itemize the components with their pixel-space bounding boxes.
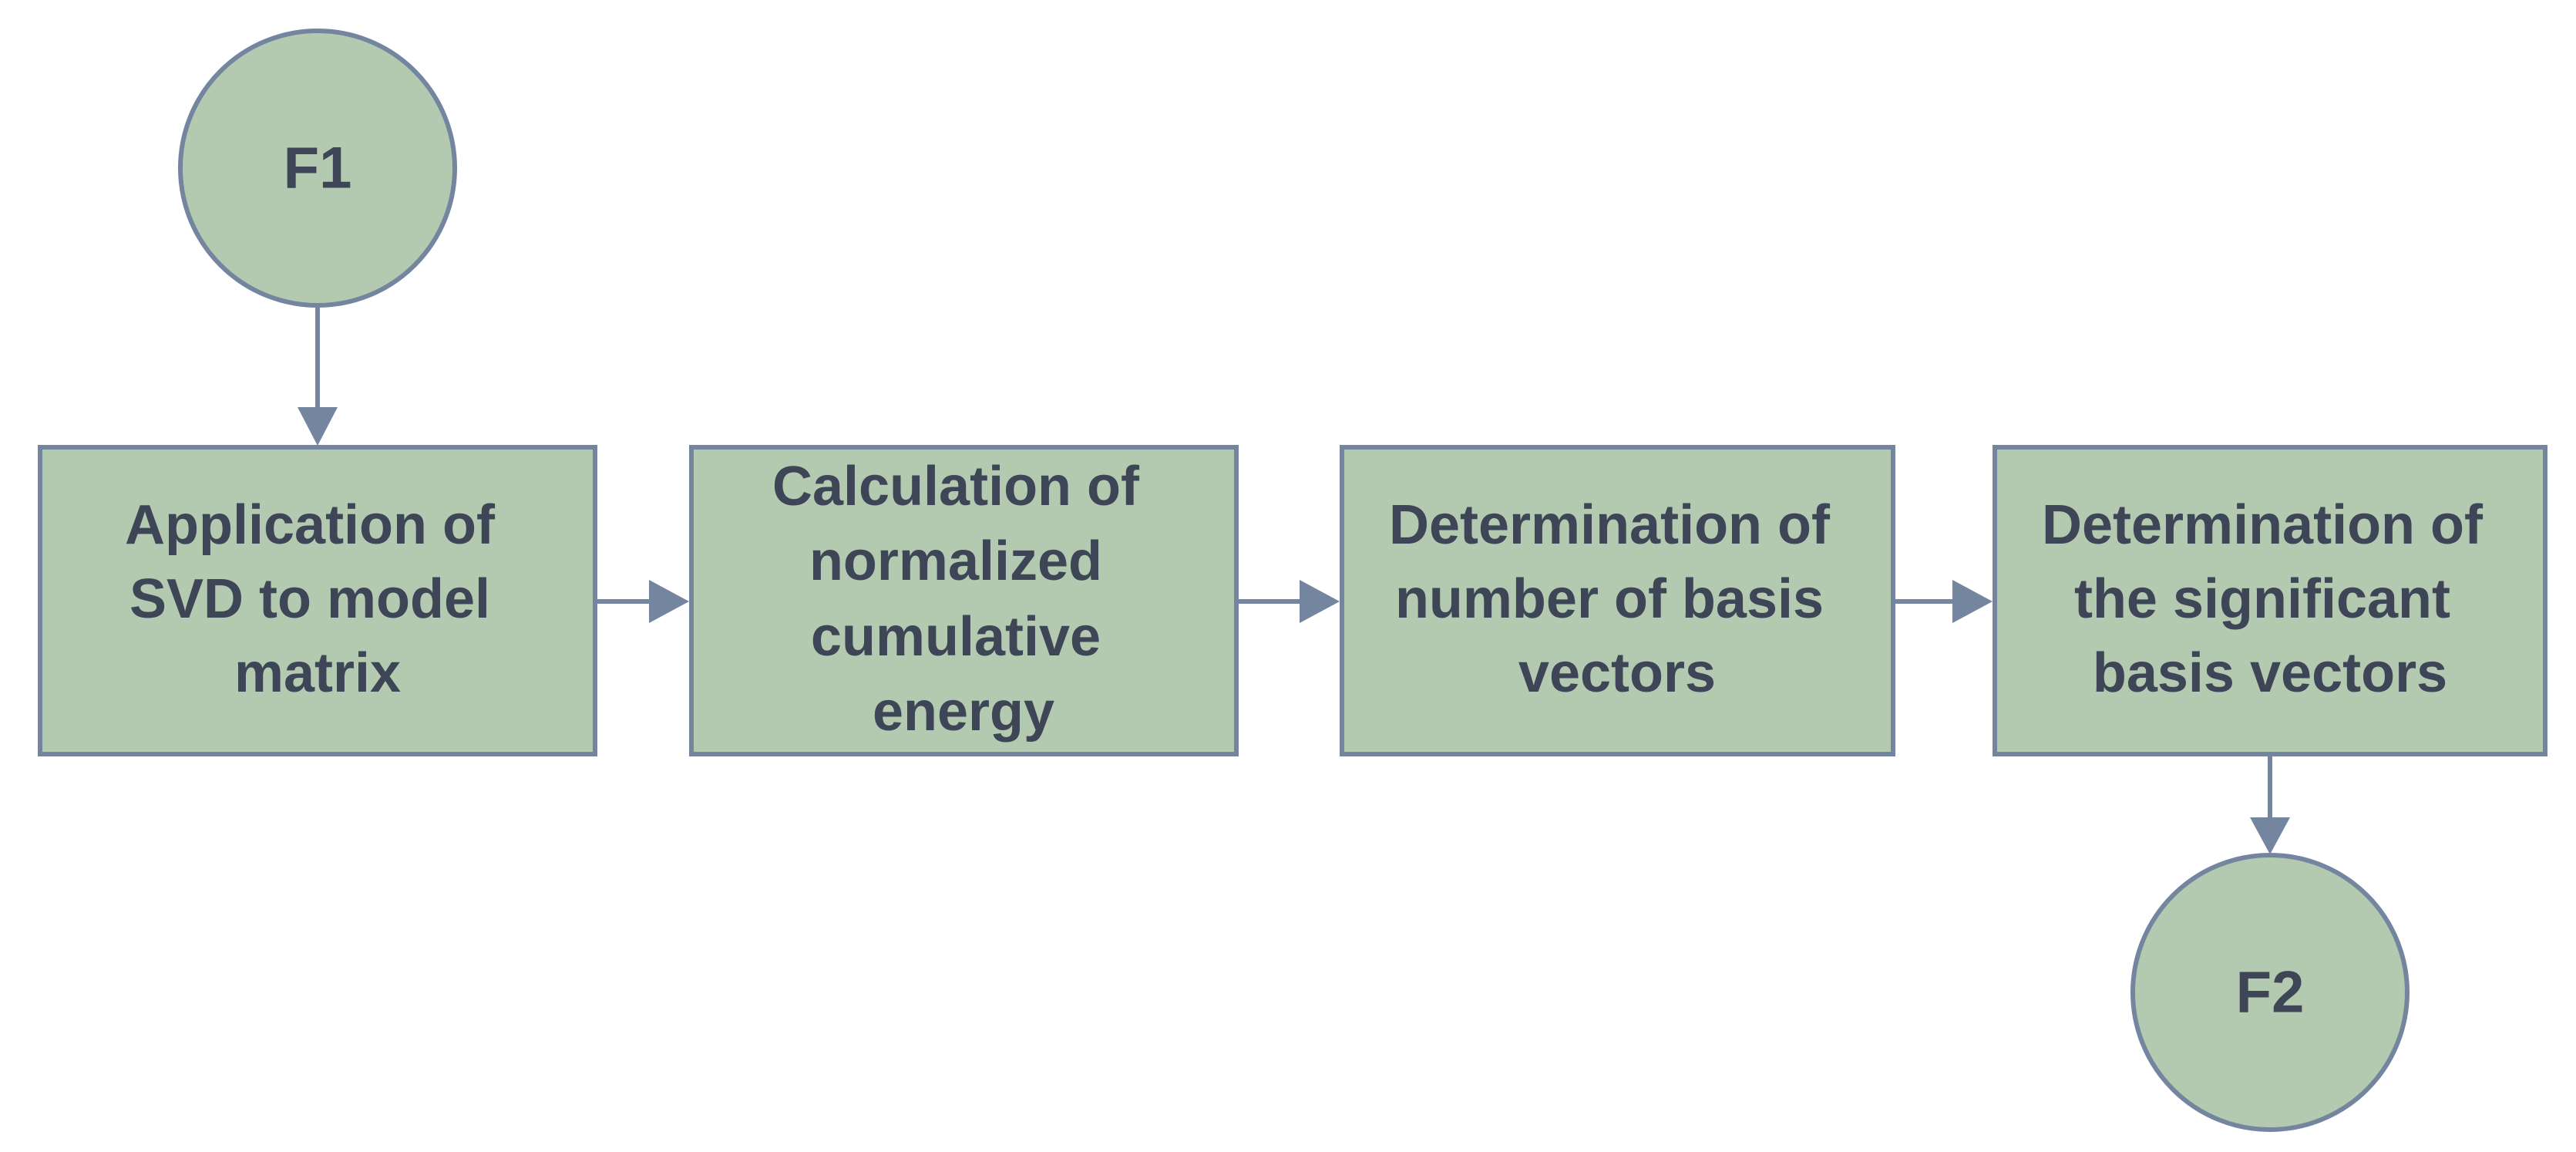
step-2-line-1: Calculation of [772, 456, 1140, 517]
step-2-calculation-of-energy: Calculation of normalized cumulative ene… [689, 445, 1239, 756]
step-4-label: Determination of the significant basis v… [2042, 494, 2498, 704]
step-1-line-2: SVD to model [129, 568, 490, 630]
step-1-box [38, 445, 597, 756]
start-terminal-f1: F1 [178, 29, 457, 308]
step-3-line-2: number of basis [1395, 568, 1824, 630]
connector-start-to-step-1 [298, 308, 338, 446]
step-1-line-3: matrix [234, 642, 401, 704]
end-terminal-f2: F2 [2130, 853, 2410, 1132]
step-4-box [1993, 445, 2547, 756]
step-3-label: Determination of number of basis vectors [1389, 494, 1845, 704]
step-4-line-3: basis vectors [2093, 642, 2447, 704]
step-4-determination-of-significant: Determination of the significant basis v… [1993, 445, 2547, 756]
step-3-line-1: Determination of [1389, 494, 1831, 556]
step-2-line-2: normalized [809, 531, 1102, 592]
step-4-line-1: Determination of [2042, 494, 2484, 556]
step-3-line-3: vectors [1518, 642, 1716, 704]
step-2-line-3: cumulative [811, 606, 1101, 668]
end-circle [2130, 853, 2410, 1132]
step-3-box [1340, 445, 1895, 756]
connector-step-3-to-step-4 [1895, 580, 1993, 623]
connector-step-4-to-end [2250, 756, 2290, 854]
step-4-line-2: the significant [2074, 568, 2450, 630]
step-2-label: Calculation of normalized cumulative ene… [772, 456, 1155, 743]
end-label: F2 [2236, 960, 2305, 1026]
connector-step-1-to-step-2 [597, 580, 689, 623]
start-label: F1 [284, 136, 352, 201]
step-1-label: Application of SVD to model matrix [125, 494, 510, 704]
step-1-application-of-svd: Application of SVD to model matrix [38, 445, 597, 756]
step-1-line-1: Application of [125, 494, 496, 556]
step-2-box [689, 445, 1239, 756]
start-circle [178, 29, 457, 308]
connector-step-2-to-step-3 [1239, 580, 1340, 623]
step-2-line-4: energy [873, 681, 1054, 743]
step-3-determination-of-number: Determination of number of basis vectors [1340, 445, 1895, 756]
